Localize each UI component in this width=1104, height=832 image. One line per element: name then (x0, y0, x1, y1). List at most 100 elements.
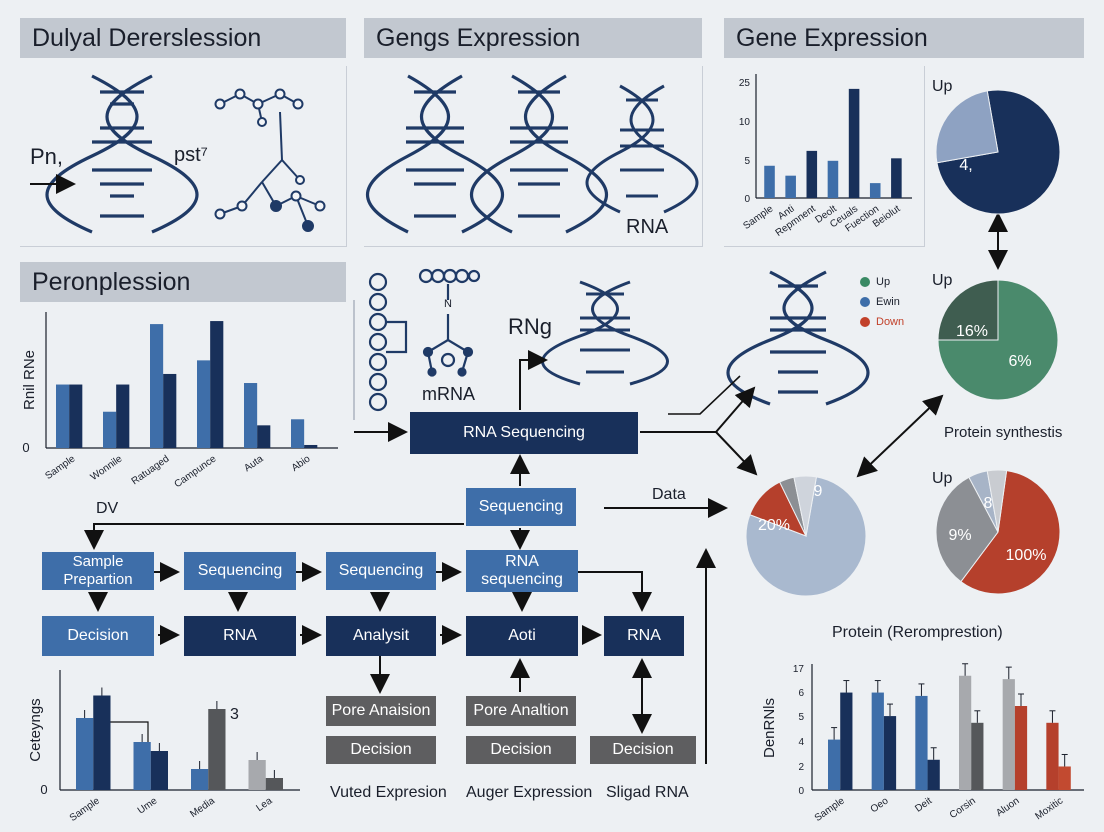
bar (93, 695, 111, 790)
rna-box-row2: RNA (184, 616, 296, 656)
x-tick-label: Sample (43, 453, 77, 482)
legend-swatch-icon (860, 297, 870, 307)
bar (971, 722, 984, 790)
y-axis-label: DenRNls (761, 698, 778, 758)
bar (1058, 766, 1071, 790)
bar (150, 751, 168, 790)
dna-helix-icon-4 (585, 84, 699, 214)
bar (764, 165, 775, 198)
pn-label: Pn, (30, 144, 64, 169)
y-tick-label: 17 (793, 664, 805, 675)
bar (927, 759, 940, 790)
x-tick-label: Auta (242, 453, 266, 474)
y-tick-label: 6 (798, 688, 804, 699)
x-tick-label: Wonnile (89, 453, 125, 483)
dna-helix-icon-6 (726, 270, 870, 406)
n-label: N (444, 298, 452, 310)
pie-slice (960, 470, 1061, 595)
legend-item: Ewin (860, 292, 904, 312)
aoti-box: Aoti (466, 616, 578, 656)
x-tick-label: Aluon (994, 795, 1021, 819)
bar (116, 384, 130, 448)
x-tick-label: Media (188, 795, 217, 820)
y-tick-label: 5 (798, 712, 804, 723)
pst-label: pst⁷ (174, 144, 208, 166)
bar (891, 158, 902, 198)
bar (291, 419, 305, 448)
pie-label: 9% (948, 527, 971, 544)
x-tick-label: Moxitic (1033, 795, 1065, 822)
legend-item: Down (860, 312, 904, 332)
bar (785, 175, 796, 198)
x-tick-label: Corsin (948, 795, 978, 821)
auger-expression-label: Auger Expression (466, 784, 593, 801)
legend-item: Up (860, 272, 904, 292)
bar (197, 360, 211, 448)
x-tick-label: Oeo (869, 795, 891, 815)
rna-box-right: RNA (604, 616, 684, 656)
x-tick-label: Deit (913, 795, 934, 814)
panel-frame-top-right (724, 66, 925, 247)
decision-box-row2: Decision (42, 616, 154, 656)
bar (1002, 679, 1015, 790)
x-tick-label: Sample (68, 795, 102, 824)
pore-anaision-box: Pore Anaision (326, 696, 436, 726)
x-tick-label: Repmnent (774, 203, 818, 239)
bar (1046, 722, 1059, 790)
panel-title-top-right: Gene Expression (724, 18, 1084, 58)
bar (806, 150, 818, 198)
panel-title-mid-left: Peronplession (20, 262, 346, 302)
y-tick-label: 25 (739, 78, 751, 89)
rna-sequencing-box: RNA sequencing (466, 550, 578, 592)
up-label-top: Up (932, 78, 953, 95)
bar (244, 383, 258, 448)
y-axis-label: Ceteyngs (27, 698, 44, 761)
bar (848, 88, 860, 198)
legend-swatch-icon (860, 277, 870, 287)
bar (1014, 706, 1028, 790)
pie-slice (793, 475, 817, 537)
rna-sequencing-main-box: RNA Sequencing (410, 412, 638, 454)
legend-label: Ewin (876, 296, 900, 308)
bar (827, 160, 839, 198)
legend-swatch-icon (860, 317, 870, 327)
y-tick-label: 10 (739, 117, 751, 128)
y-tick-label: 0 (798, 786, 804, 797)
bar (191, 769, 209, 790)
bar (163, 373, 177, 448)
pore-analtion-box: Pore Analtion (466, 696, 576, 726)
bar (257, 425, 271, 448)
pie-slice (937, 279, 999, 341)
decision-box-1: Decision (326, 736, 436, 764)
bar (959, 675, 972, 790)
legend-label: Up (876, 276, 891, 288)
pie-slice (937, 279, 1059, 401)
pie-slice (986, 469, 1008, 533)
y-tick-label: 0 (22, 440, 29, 455)
pie-label: 8 (984, 495, 993, 512)
sequencing-mid-box: Sequencing (466, 488, 576, 526)
legend-label: Down (876, 316, 905, 328)
bar (56, 384, 70, 448)
mrna-label: mRNA (422, 384, 475, 404)
decision-box-3: Decision (590, 736, 696, 764)
bar (210, 321, 224, 448)
y-tick-label: 0 (40, 782, 47, 797)
x-tick-label: Abio (290, 453, 313, 474)
x-tick-label: Sample (813, 795, 847, 824)
rna-top-label: RNA (626, 216, 669, 238)
bar (869, 183, 881, 198)
x-tick-label: Ratuaged (130, 453, 172, 487)
y-tick-label: 0 (744, 194, 750, 205)
bar (248, 760, 266, 790)
x-tick-label: Lea (254, 795, 274, 814)
protein-synthesis-label: Protein synthestis (944, 424, 1063, 441)
pie-label: 100% (1006, 547, 1047, 564)
bar (265, 778, 283, 790)
sequencing-box-1: Sequencing (184, 552, 296, 590)
bar (828, 739, 841, 790)
molecule-icon-1 (214, 88, 326, 232)
panel-title-top-middle: Gengs Expression (364, 18, 702, 58)
connector-arrows (84, 212, 1008, 764)
x-tick-label: Ume (136, 795, 160, 816)
